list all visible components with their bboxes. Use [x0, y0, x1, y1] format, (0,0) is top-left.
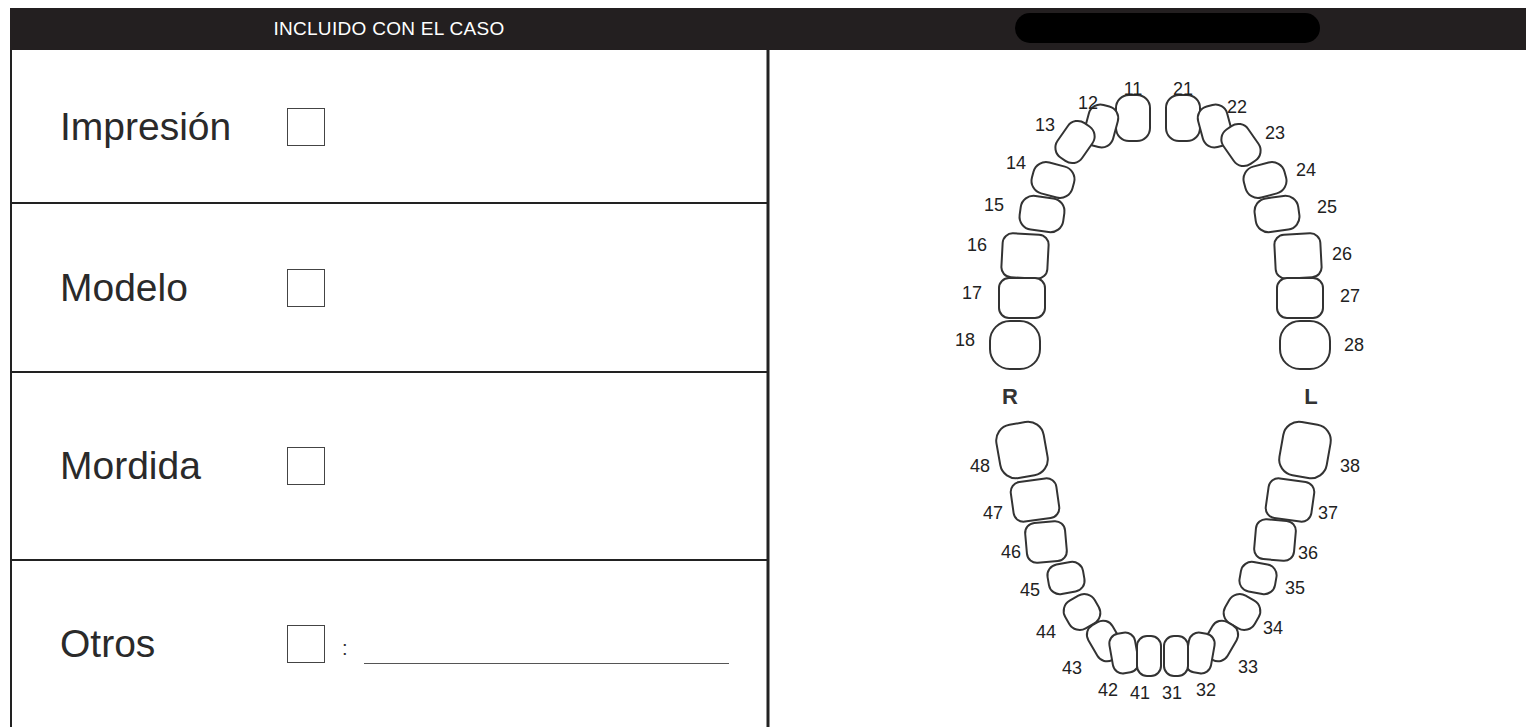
tooth: [1277, 278, 1323, 318]
side-label: L: [1304, 386, 1317, 408]
tooth-number: 35: [1285, 579, 1305, 597]
tooth: [990, 321, 1040, 369]
form-row: Modelo: [12, 204, 767, 371]
tooth-number: 14: [1006, 154, 1026, 172]
side-label: R: [1002, 386, 1018, 408]
write-line: [364, 663, 729, 664]
tooth-number: 18: [955, 331, 975, 349]
tooth: [1009, 477, 1060, 523]
tooth: [1253, 194, 1301, 234]
tooth-number: 22: [1227, 98, 1247, 116]
redaction-blob: [1015, 13, 1320, 43]
tooth: [994, 419, 1051, 481]
row-label: Impresión: [60, 105, 231, 149]
tooth: [1217, 119, 1266, 171]
tooth-number: 33: [1238, 658, 1258, 676]
tooth: [1274, 233, 1322, 279]
tooth-number: 21: [1173, 80, 1193, 98]
tooth: [1166, 95, 1200, 141]
tooth-number: 34: [1263, 619, 1283, 637]
colon-mark: :: [342, 637, 348, 660]
tooth-chart: [990, 95, 1333, 676]
header-bar: [10, 8, 1526, 50]
tooth-number: 32: [1196, 681, 1216, 699]
row-divider: [10, 202, 768, 204]
tooth-number: 31: [1162, 684, 1182, 702]
tooth-number: 16: [967, 236, 987, 254]
tooth-number: 46: [1001, 543, 1021, 561]
tooth: [999, 278, 1045, 318]
tooth-number: 26: [1332, 245, 1352, 263]
checkbox: [287, 108, 325, 146]
tooth: [1116, 95, 1150, 141]
tooth: [1018, 194, 1066, 234]
tooth-number: 38: [1340, 457, 1360, 475]
header-text: INCLUIDO CON EL CASO: [273, 18, 504, 40]
tooth-number: 42: [1098, 681, 1118, 699]
tooth: [1264, 477, 1315, 523]
checkbox: [287, 447, 325, 485]
tooth-number: 13: [1035, 116, 1055, 134]
form-row: Otros:: [12, 561, 767, 727]
row-label: Mordida: [60, 444, 201, 488]
tooth-number: 36: [1298, 544, 1318, 562]
tooth: [1024, 520, 1067, 563]
tooth: [1001, 233, 1049, 279]
tooth-number: 27: [1340, 287, 1360, 305]
checkbox: [287, 625, 325, 663]
tooth-number: 15: [984, 196, 1004, 214]
row-divider: [10, 371, 768, 373]
row-label: Otros: [60, 622, 155, 666]
tooth: [1029, 159, 1078, 201]
tooth-number: 37: [1318, 504, 1338, 522]
tooth-number: 23: [1265, 124, 1285, 142]
checkbox: [287, 269, 325, 307]
tooth: [1241, 159, 1290, 201]
header-band: INCLUIDO CON EL CASO: [10, 8, 768, 50]
tooth-number: 11: [1124, 80, 1143, 98]
tooth: [1277, 419, 1334, 481]
tooth-number: 47: [983, 504, 1003, 522]
tooth-number: 24: [1296, 161, 1316, 179]
tooth: [1046, 560, 1087, 596]
tooth: [1051, 116, 1100, 168]
tooth-number: 17: [962, 284, 982, 302]
tooth: [1280, 321, 1330, 369]
tooth-number: 41: [1130, 684, 1150, 702]
tooth: [1238, 560, 1279, 596]
row-divider: [10, 559, 768, 561]
form-row: Impresión: [12, 51, 767, 202]
tooth-number: 48: [970, 457, 990, 475]
form-row: Mordida: [12, 373, 767, 559]
tooth-number: 43: [1062, 659, 1082, 677]
tooth-number: 44: [1036, 623, 1056, 641]
tooth-number: 12: [1078, 94, 1098, 112]
tooth: [1137, 636, 1161, 676]
tooth: [1164, 636, 1188, 676]
tooth-number: 28: [1344, 336, 1364, 354]
column-divider: [767, 50, 770, 727]
tooth: [1253, 518, 1296, 561]
tooth: [1108, 631, 1141, 675]
row-label: Modelo: [60, 266, 188, 310]
table-border: [10, 50, 12, 727]
tooth-number: 45: [1020, 581, 1040, 599]
tooth-number: 25: [1317, 198, 1337, 216]
